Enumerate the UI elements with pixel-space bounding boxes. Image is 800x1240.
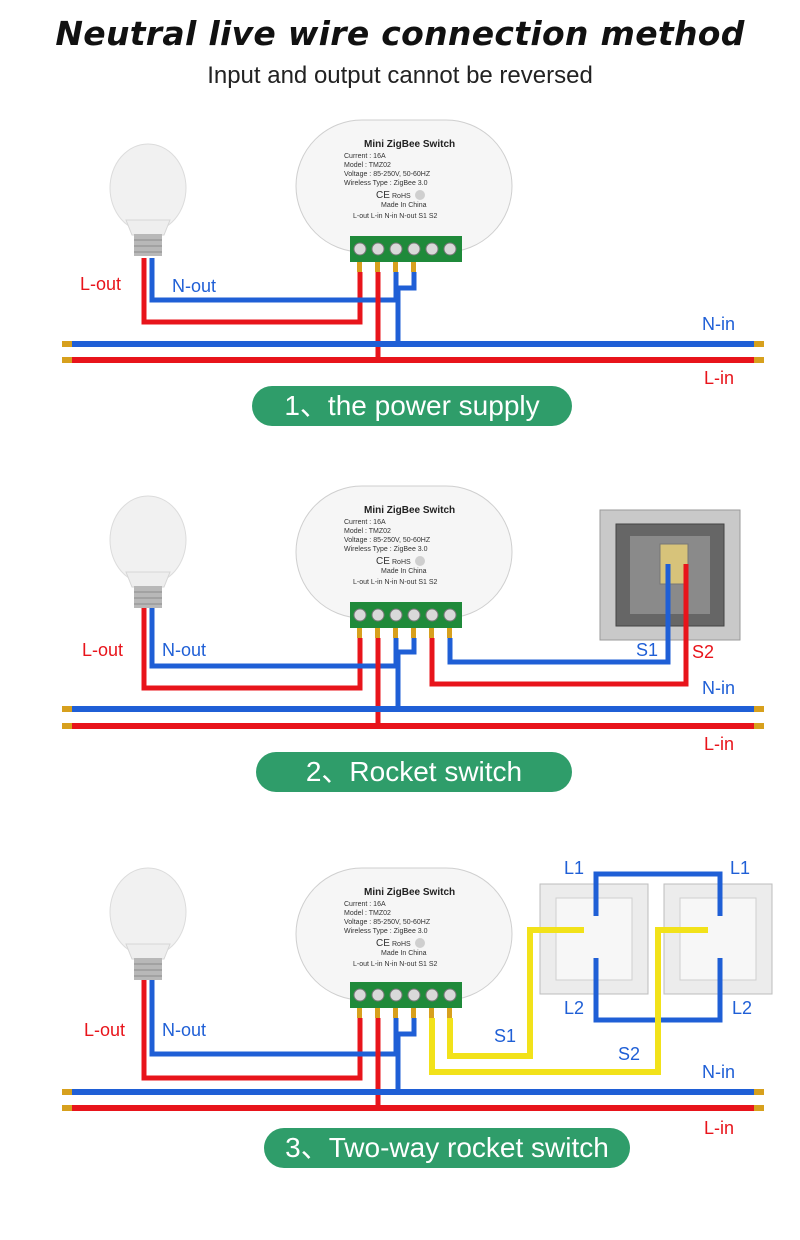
device-wireless: Wireless Type : ZigBee 3.0 — [344, 928, 428, 935]
device-model: Model : TMZ02 — [344, 162, 391, 169]
device-terminals: L-out L-in N-in N-out S1 S2 — [353, 213, 438, 220]
caption-pill: 2、Rocket switch — [256, 752, 572, 792]
device-name: Mini ZigBee Switch — [364, 505, 455, 516]
section-two-way-switch: Mini ZigBee Switch Current : 16A Model :… — [0, 850, 800, 1240]
zigbee-switch-device: Mini ZigBee Switch Current : 16A Model :… — [295, 867, 513, 1008]
device-wireless: Wireless Type : ZigBee 3.0 — [344, 546, 428, 553]
label-n-in: N-in — [702, 1062, 735, 1082]
label-s1: S1 — [494, 1026, 516, 1046]
light-bulb-icon — [109, 867, 187, 980]
ce-mark: CE — [376, 938, 390, 949]
label-l-in: L-in — [704, 1118, 734, 1138]
label-l2-right: L2 — [732, 998, 752, 1018]
rohs-mark: RoHS — [392, 941, 411, 948]
device-name: Mini ZigBee Switch — [364, 887, 455, 898]
label-l-out: L-out — [82, 640, 123, 660]
device-voltage: Voltage : 85-250V, 50-60HZ — [344, 171, 431, 178]
label-s2: S2 — [692, 642, 714, 662]
device-model: Model : TMZ02 — [344, 528, 391, 535]
label-l-out: L-out — [80, 274, 121, 294]
label-l-in: L-in — [704, 734, 734, 754]
rohs-mark: RoHS — [392, 559, 411, 566]
zigbee-switch-device: Mini ZigBee Switch Current : 16A Model :… — [295, 119, 513, 262]
section-power-supply: Mini ZigBee Switch Current : 16A Model :… — [0, 110, 800, 500]
zigbee-switch-device: Mini ZigBee Switch Current : 16A Model :… — [295, 485, 513, 628]
device-name: Mini ZigBee Switch — [364, 139, 455, 150]
caption-pill: 1、the power supply — [252, 386, 572, 426]
device-voltage: Voltage : 85-250V, 50-60HZ — [344, 919, 431, 926]
device-made-in: Made In China — [381, 568, 427, 575]
device-made-in: Made In China — [381, 950, 427, 957]
label-s1: S1 — [636, 640, 658, 660]
device-wireless: Wireless Type : ZigBee 3.0 — [344, 180, 428, 187]
device-made-in: Made In China — [381, 202, 427, 209]
diagram-rocket-switch: Mini ZigBee Switch Current : 16A Model :… — [62, 485, 764, 754]
diagram-two-way-switch: Mini ZigBee Switch Current : 16A Model :… — [62, 858, 773, 1138]
wifi-icon — [415, 190, 425, 200]
diagram-power-supply: Mini ZigBee Switch Current : 16A Model :… — [62, 119, 764, 388]
light-bulb-icon — [109, 143, 187, 256]
device-terminals: L-out L-in N-in N-out S1 S2 — [353, 579, 438, 586]
label-l1-right: L1 — [730, 858, 750, 878]
wifi-icon — [415, 556, 425, 566]
label-l-out: L-out — [84, 1020, 125, 1040]
ce-mark: CE — [376, 190, 390, 201]
device-terminals: L-out L-in N-in N-out S1 S2 — [353, 961, 438, 968]
label-n-in: N-in — [702, 314, 735, 334]
page-subtitle: Input and output cannot be reversed — [207, 62, 593, 89]
device-voltage: Voltage : 85-250V, 50-60HZ — [344, 537, 431, 544]
rocker-switch-icon — [599, 509, 741, 641]
label-s2: S2 — [618, 1044, 640, 1064]
label-n-out: N-out — [162, 1020, 206, 1040]
light-bulb-icon — [109, 495, 187, 608]
label-n-out: N-out — [172, 276, 216, 296]
label-l1-left: L1 — [564, 858, 584, 878]
device-current: Current : 16A — [344, 901, 386, 908]
page-title: Neutral live wire connection method — [55, 14, 745, 53]
wifi-icon — [415, 938, 425, 948]
label-n-in: N-in — [702, 678, 735, 698]
device-current: Current : 16A — [344, 153, 386, 160]
label-n-out: N-out — [162, 640, 206, 660]
ce-mark: CE — [376, 556, 390, 567]
rohs-mark: RoHS — [392, 193, 411, 200]
label-l-in: L-in — [704, 368, 734, 388]
device-current: Current : 16A — [344, 519, 386, 526]
section-rocket-switch: Mini ZigBee Switch Current : 16A Model :… — [0, 480, 800, 870]
device-model: Model : TMZ02 — [344, 910, 391, 917]
caption-pill: 3、Two-way rocket switch — [264, 1128, 630, 1168]
label-l2-left: L2 — [564, 998, 584, 1018]
